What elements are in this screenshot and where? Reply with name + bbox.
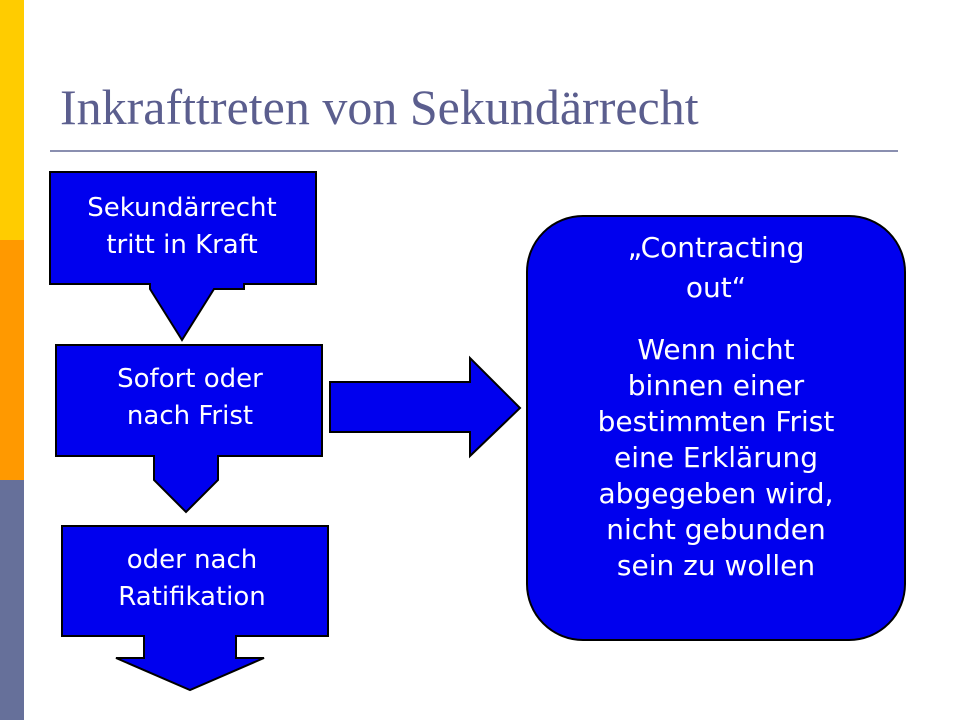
decorative-stripe-slate	[0, 480, 24, 720]
box-3-line-2: Ratifikation	[118, 582, 266, 612]
box-3-line-1: oder nach	[126, 545, 258, 575]
contracting-out-title-line-1: „Contracting	[627, 231, 805, 264]
box-2-line-1: Sofort oder	[117, 364, 263, 394]
contracting-out-box	[526, 215, 906, 641]
contracting-out-body: Wenn nicht binnen einer bestimmten Frist…	[528, 332, 904, 584]
contracting-out-body-line: nicht gebunden	[606, 513, 826, 546]
down-arrow-3	[61, 525, 329, 692]
contracting-out-title: „Contracting out“	[528, 228, 904, 308]
title-divider	[50, 150, 898, 152]
box-1-line-1: Sekundärrecht	[87, 193, 277, 223]
box-2-text: Sofort oder nach Frist	[60, 361, 320, 435]
right-arrow	[329, 355, 522, 459]
down-arrow-2	[55, 344, 323, 514]
decorative-stripe-yellow	[0, 0, 24, 240]
contracting-out-title-line-2: out“	[685, 271, 747, 304]
box-2-line-2: nach Frist	[126, 401, 254, 431]
decorative-stripe-orange	[0, 240, 24, 480]
box-3-text: oder nach Ratifikation	[62, 542, 322, 616]
contracting-out-body-line: binnen einer	[627, 369, 805, 402]
contracting-out-body-line: bestimmten Frist	[597, 405, 835, 438]
page-title: Inkrafttreten von Sekundärrecht	[60, 79, 699, 135]
down-arrow-1	[49, 171, 317, 342]
box-1-text: Sekundärrecht tritt in Kraft	[44, 190, 320, 264]
box-1-line-2: tritt in Kraft	[106, 230, 258, 260]
contracting-out-body-line: abgegeben wird,	[598, 477, 834, 510]
contracting-out-body-line: sein zu wollen	[616, 549, 816, 582]
contracting-out-body-line: Wenn nicht	[637, 333, 795, 366]
contracting-out-body-line: eine Erklärung	[613, 441, 818, 474]
